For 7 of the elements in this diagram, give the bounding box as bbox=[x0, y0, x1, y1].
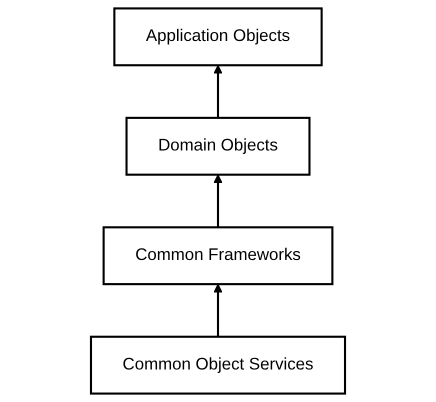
node-box: Domain Objects bbox=[125, 116, 311, 176]
arrow bbox=[213, 174, 223, 228]
node-box: Common Frameworks bbox=[102, 226, 334, 286]
node-box: Common Object Services bbox=[90, 336, 346, 395]
node-box: Application Objects bbox=[113, 7, 323, 66]
arrow bbox=[213, 64, 223, 118]
arrow bbox=[213, 284, 223, 337]
